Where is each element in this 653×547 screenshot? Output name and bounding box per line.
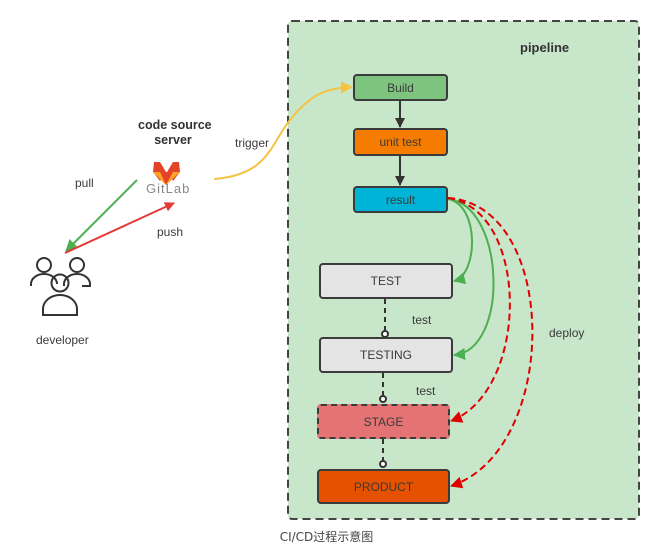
- test-connectors: [379, 299, 389, 468]
- gitlab-logo-icon: [153, 162, 180, 185]
- server-label-line2: server: [154, 133, 192, 147]
- node-stage[interactable]: STAGE: [317, 404, 450, 439]
- gitlab-text: GitLab: [146, 181, 191, 196]
- pull-label: pull: [75, 176, 94, 190]
- developer-label: developer: [36, 333, 89, 347]
- deploy-label: deploy: [549, 326, 585, 340]
- developer-icon: [30, 257, 91, 316]
- server-label-line1: code source: [138, 118, 212, 132]
- result-to-test-arrow: [447, 198, 473, 285]
- test-label-1: test: [412, 313, 432, 327]
- push-arrow: [64, 202, 175, 254]
- node-test[interactable]: TEST: [319, 263, 453, 299]
- pull-arrow: [65, 179, 138, 252]
- node-product[interactable]: PRODUCT: [317, 469, 450, 504]
- node-build[interactable]: Build: [353, 74, 448, 101]
- trigger-arrow: [213, 81, 353, 180]
- test-label-2: test: [416, 384, 436, 398]
- result-to-testing-arrow: [447, 198, 495, 360]
- node-result[interactable]: result: [353, 186, 448, 213]
- pipeline-label: pipeline: [520, 40, 570, 55]
- figure-caption: CI/CD过程示意图: [279, 530, 374, 544]
- node-testing[interactable]: TESTING: [319, 337, 453, 373]
- deploy-to-product-arrow: [447, 197, 534, 489]
- node-unit-test[interactable]: unit test: [353, 128, 448, 156]
- trigger-label: trigger: [235, 136, 270, 150]
- push-label: push: [157, 225, 184, 239]
